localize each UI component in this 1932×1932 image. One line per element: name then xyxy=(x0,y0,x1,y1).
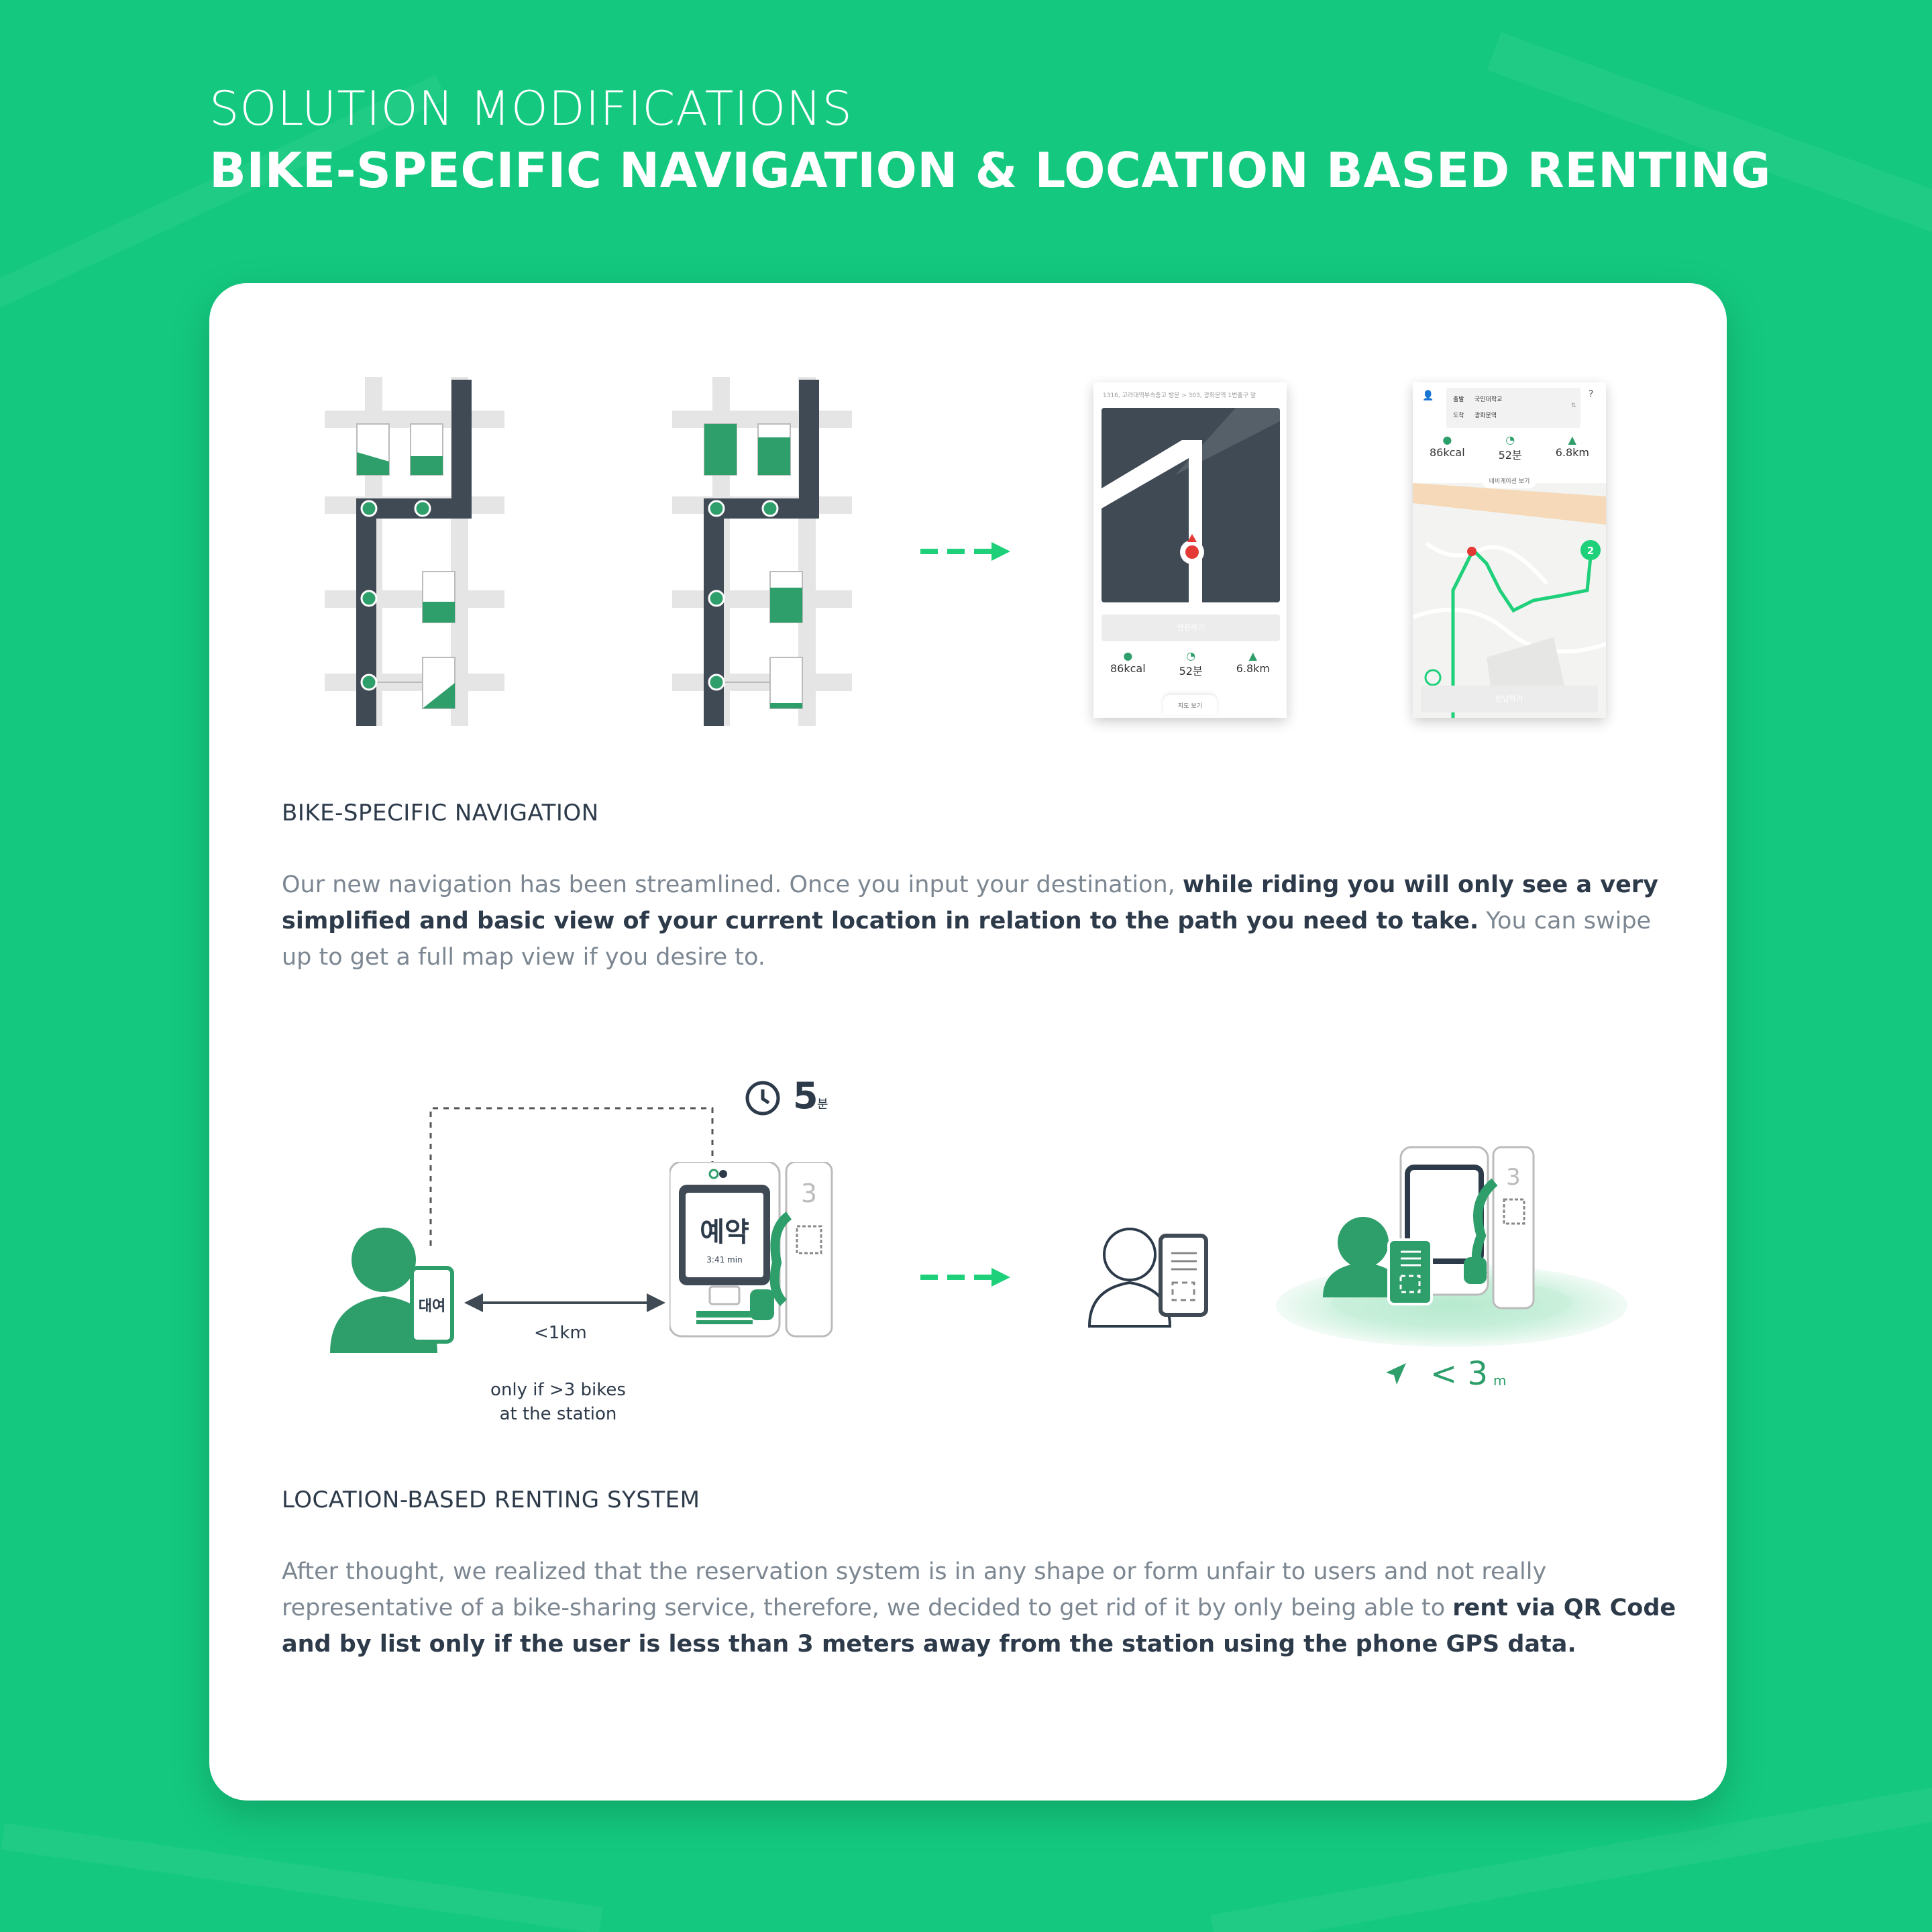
page-header: SOLUTION MODIFICATIONS BIKE-SPECIFIC NAV… xyxy=(209,80,1771,204)
user-with-phone: 대여 xyxy=(330,1228,454,1353)
calories-icon: ● xyxy=(1442,433,1452,446)
location-arrow-icon xyxy=(1386,1363,1406,1385)
locate-icon[interactable] xyxy=(1424,669,1442,686)
phone-icon xyxy=(1387,1238,1433,1305)
help-icon[interactable]: ? xyxy=(1589,389,1594,400)
return-button[interactable]: 안전하기 xyxy=(1102,614,1280,641)
kiosk-screen-label: 예약 xyxy=(700,1217,749,1248)
page-title: BIKE-SPECIFIC NAVIGATION & LOCATION BASE… xyxy=(209,142,1772,199)
route-input-box[interactable]: 출발 국민대학교 도착 광화문역 ⇅ xyxy=(1446,388,1580,428)
rental-kiosk: 예약 3:41 min 3 xyxy=(669,1162,833,1338)
qr-code-icon xyxy=(1503,1198,1525,1225)
section-title-navigation: BIKE-SPECIFIC NAVIGATION xyxy=(282,800,599,826)
stat-distance: 6.8km xyxy=(1555,446,1589,459)
destination-label: 도착 xyxy=(1453,413,1464,419)
dashed-arrow-renting xyxy=(920,1268,1010,1287)
scan-icon xyxy=(1171,1281,1195,1301)
route-diagram-after xyxy=(672,377,852,726)
phone-icon xyxy=(410,1266,454,1344)
distance-icon: ▲ xyxy=(1248,649,1257,662)
route-diagram-before xyxy=(325,377,504,726)
content-card: 1316, 고려대역부속중고 방문 > 303, 광화문역 1번출구 앞 안전하… xyxy=(209,283,1727,1801)
origin-label: 출발 xyxy=(1453,396,1464,403)
timer-value: 5 xyxy=(793,1075,818,1117)
proximity-unit: m xyxy=(1493,1373,1507,1389)
user-outline-with-phone xyxy=(1087,1228,1208,1328)
paragraph-navigation: Our new navigation has been streamlined.… xyxy=(282,871,1658,971)
reservation-timer: 5 분 xyxy=(745,1075,879,1122)
ride-stats-2: ● 86kcal ◔ 52분 ▲ 6.8km xyxy=(1413,433,1606,474)
origin-value: 국민대학교 xyxy=(1474,396,1503,403)
route-stops-text: 1316, 고려대역부속중고 방문 > 303, 광화문역 1번출구 앞 xyxy=(1103,392,1256,399)
simplified-route-view xyxy=(1102,408,1280,602)
distance-arrow xyxy=(464,1293,665,1312)
return-button[interactable]: 반납하기 xyxy=(1421,686,1598,712)
stat-time: 52분 xyxy=(1179,665,1203,678)
stat-distance: 6.8km xyxy=(1236,662,1270,675)
phone-full-map: 👤 출발 국민대학교 도착 광화문역 ⇅ ? ● 86kcal ◔ 52분 ▲ … xyxy=(1413,382,1606,718)
time-icon: ◔ xyxy=(1186,649,1196,662)
distance-icon: ▲ xyxy=(1568,433,1576,446)
proximity-indicator: < 3 m xyxy=(1382,1355,1583,1395)
dock-number: 3 xyxy=(801,1179,817,1208)
proximity-rental-scene: 3 xyxy=(1276,1146,1627,1347)
svg-text:3: 3 xyxy=(1506,1164,1521,1191)
phone-rent-label: 대여 xyxy=(419,1298,445,1315)
proximity-value: < 3 xyxy=(1430,1355,1489,1393)
dashed-arrow-nav xyxy=(920,542,1010,561)
swap-icon[interactable]: ⇅ xyxy=(1571,402,1576,409)
distance-label: <1km xyxy=(534,1323,587,1343)
nav-drawer-handle[interactable]: 네비게이션 보기 xyxy=(1483,475,1536,488)
phone-simplified-nav: 1316, 고려대역부속중고 방문 > 303, 광화문역 1번출구 앞 안전하… xyxy=(1093,382,1287,718)
user-icon[interactable]: 👤 xyxy=(1422,390,1434,401)
user-icon xyxy=(1338,1217,1389,1268)
stat-calories: 86kcal xyxy=(1110,662,1146,675)
section-title-renting: LOCATION-BASED RENTING SYSTEM xyxy=(282,1487,700,1513)
paragraph-renting: After thought, we realized that the rese… xyxy=(282,1558,1676,1658)
phone-icon xyxy=(1159,1234,1208,1317)
clock-icon xyxy=(745,1081,780,1116)
map-drawer-handle[interactable]: 지도 보기 xyxy=(1163,695,1217,715)
stat-time: 52분 xyxy=(1498,449,1522,462)
qr-code-icon xyxy=(796,1225,822,1254)
ride-stats: ● 86kcal ◔ 52분 ▲ 6.8km xyxy=(1093,649,1287,690)
kiosk-screen-time: 3:41 min xyxy=(706,1255,742,1265)
station-condition-note: only if >3 bikes at the station xyxy=(490,1380,626,1424)
time-icon: ◔ xyxy=(1505,433,1515,446)
timer-unit: 분 xyxy=(817,1097,828,1112)
user-icon xyxy=(352,1228,416,1292)
calories-icon: ● xyxy=(1123,649,1133,662)
destination-value: 광화문역 xyxy=(1474,413,1497,419)
page-subtitle: SOLUTION MODIFICATIONS xyxy=(209,81,853,136)
full-map-view[interactable]: 2 xyxy=(1413,483,1606,718)
map-marker-number: 2 xyxy=(1587,545,1594,557)
stat-calories: 86kcal xyxy=(1429,446,1465,459)
